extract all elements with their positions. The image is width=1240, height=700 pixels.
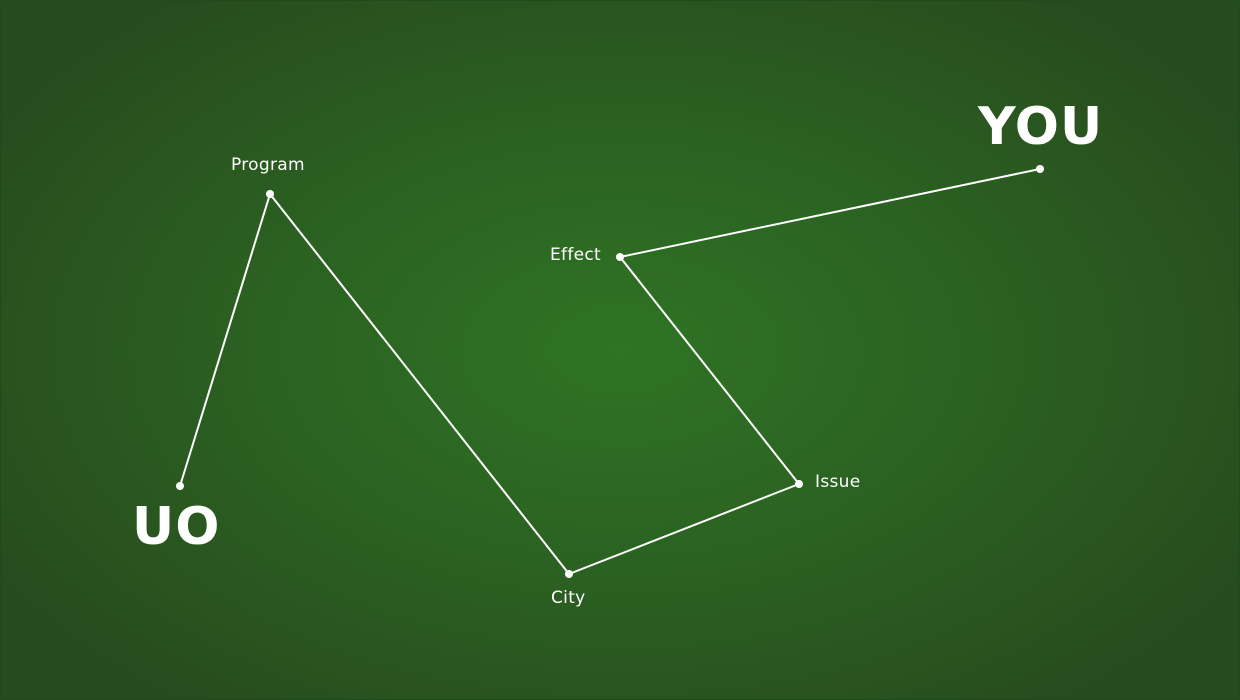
node-label-issue: Issue: [815, 472, 861, 492]
node-dot-city: [565, 570, 573, 578]
edge-city-issue: [568, 483, 800, 575]
node-dot-you: [1036, 165, 1044, 173]
edge-effect-you: [619, 168, 1041, 258]
node-label-effect: Effect: [550, 245, 601, 265]
node-dot-issue: [795, 480, 803, 488]
node-label-uo: UO: [132, 497, 221, 557]
node-dot-program: [266, 190, 274, 198]
edge-uo-program: [179, 193, 271, 487]
node-label-program: Program: [231, 155, 305, 175]
node-dot-uo: [176, 482, 184, 490]
node-label-you: YOU: [978, 97, 1104, 157]
edge-program-city: [269, 193, 570, 575]
node-dot-effect: [616, 253, 624, 261]
node-label-city: City: [551, 588, 586, 608]
edge-issue-effect: [619, 256, 800, 485]
